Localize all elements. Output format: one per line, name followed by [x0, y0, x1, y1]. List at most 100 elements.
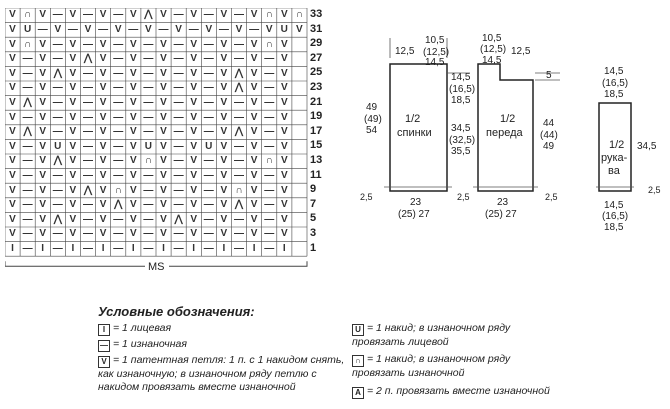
chart-cell: I — [282, 242, 286, 254]
chart-cell: V — [220, 140, 228, 152]
chart-cell: I — [71, 242, 75, 254]
chart-cell — [292, 96, 306, 110]
chart-cell: V — [220, 53, 228, 65]
chart-cell: V — [280, 184, 288, 196]
chart-cell: V — [280, 53, 288, 65]
row-number: 15 — [310, 139, 323, 152]
front-height-2: (44) — [540, 130, 558, 141]
chart-cell: V — [9, 96, 16, 108]
chart-cell: ⋀ — [234, 82, 244, 94]
chart-cell: ∩ — [265, 9, 273, 21]
chart-cell: ∩ — [23, 38, 32, 50]
purl-symbol-icon: — — [98, 340, 110, 352]
chart-cell: — — [173, 67, 184, 79]
chart-cell: V — [220, 67, 228, 79]
chart-cell: V — [129, 111, 137, 123]
chart-cell: — — [83, 213, 93, 225]
chart-cell: — — [234, 228, 244, 240]
chart-cell: V — [160, 213, 167, 225]
chart-cell: V — [250, 140, 258, 152]
chart-cell: — — [203, 184, 214, 196]
chart-cell: — — [173, 140, 184, 152]
chart-cell: V — [250, 9, 258, 21]
chart-cell: — — [158, 23, 169, 35]
chart-cell — [292, 38, 306, 52]
row-number: 23 — [310, 81, 323, 93]
chart-cell: V — [129, 67, 137, 79]
chart-cell: — — [173, 111, 184, 123]
chart-cell: V — [190, 199, 198, 211]
chart-cell: V — [39, 140, 47, 152]
repeat-label: MS — [148, 261, 165, 273]
chart-cell: V — [39, 169, 47, 181]
chart-cell: — — [143, 38, 154, 50]
chart-cell: — — [203, 155, 214, 167]
back-top-left: 12,5 — [395, 46, 415, 57]
chart-cell: V — [250, 111, 258, 123]
chart-cell: — — [22, 169, 33, 181]
chart-cell: V — [190, 82, 198, 94]
chart-cell: — — [264, 140, 275, 152]
chart-cell: V — [220, 169, 228, 181]
chart-cell: — — [203, 169, 214, 181]
chart-cell: V — [175, 23, 182, 35]
chart-cell: — — [264, 184, 275, 196]
row-number: 25 — [310, 66, 323, 79]
chart-cell: V — [250, 67, 258, 79]
yarn-over-u-symbol-icon: U — [352, 324, 364, 336]
chart-cell: V — [39, 126, 47, 138]
chart-cell: — — [173, 169, 184, 181]
chart-cell: — — [264, 67, 275, 79]
chart-cell — [292, 198, 306, 212]
chart-cell: — — [22, 213, 33, 225]
chart-cell: V — [69, 111, 77, 123]
front-height-3: 49 — [543, 141, 555, 152]
chart-cell: V — [69, 155, 77, 167]
chart-cell: V — [9, 23, 16, 35]
chart-cell: — — [264, 82, 275, 94]
chart-cell: — — [22, 67, 33, 79]
chart-cell: V — [99, 140, 107, 152]
chart-cell: V — [220, 155, 228, 167]
chart-cell: — — [83, 96, 93, 108]
chart-cell: V — [129, 126, 137, 138]
chart-cell: V — [39, 9, 47, 21]
chart-cell: — — [22, 82, 33, 94]
chart-cell: V — [99, 82, 107, 94]
chart-cell: — — [203, 96, 214, 108]
chart-cell: V — [69, 126, 77, 138]
chart-cell: — — [203, 82, 214, 94]
chart-cell: V — [9, 184, 16, 196]
chart-cell: ⋀ — [234, 199, 244, 211]
chart-cell: — — [143, 67, 154, 79]
chart-cell: V — [39, 213, 47, 225]
chart-cell: ⋀ — [53, 213, 62, 225]
chart-cell: I — [101, 242, 105, 254]
row-number: 33 — [310, 8, 323, 20]
chart-cell: — — [22, 140, 33, 152]
chart-cell: V — [160, 140, 167, 152]
chart-cell: — — [52, 111, 63, 123]
sleeve-top-1: 14,5 — [604, 66, 624, 77]
back-label-1: 1/2 — [405, 113, 420, 125]
back-neck-3: 14,5 — [425, 57, 445, 68]
sleeve-bottom-1: 14,5 — [604, 200, 624, 211]
front-rib: 2,5 — [545, 192, 558, 202]
knit-symbol-icon: I — [98, 324, 110, 336]
chart-cell: I — [192, 242, 196, 254]
chart-cell: ∩ — [144, 155, 152, 167]
chart-cell: V — [280, 199, 288, 211]
back-rib-right: 2,5 — [457, 192, 470, 202]
row-number: 9 — [310, 183, 317, 196]
chart-cell: ⋀ — [53, 155, 62, 167]
chart-cell: V — [9, 213, 16, 225]
chart-cell: V — [69, 228, 77, 240]
chart-cell: — — [173, 38, 184, 50]
chart-cell: V — [69, 184, 77, 196]
chart-cell: — — [113, 242, 124, 254]
chart-cell: — — [22, 199, 33, 211]
chart-cell: — — [234, 53, 244, 65]
chart-cell: — — [113, 169, 124, 181]
chart-cell: — — [173, 82, 184, 94]
chart-cell: — — [143, 228, 154, 240]
